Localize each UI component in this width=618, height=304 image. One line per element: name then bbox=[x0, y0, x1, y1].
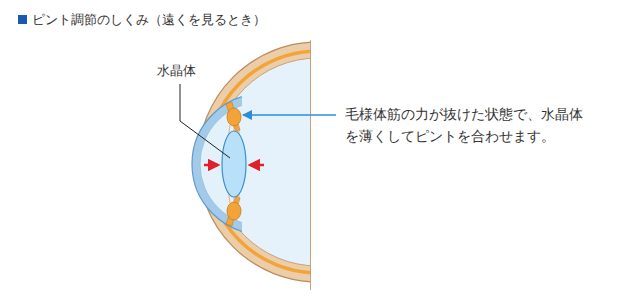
iris bbox=[226, 102, 240, 132]
iris bbox=[226, 196, 240, 226]
note-text: 毛様体筋の力が抜けた状態で、水晶体を薄くしてピントを合わせます。 bbox=[345, 103, 585, 147]
force-arrow bbox=[250, 164, 264, 167]
section-edge bbox=[310, 40, 311, 290]
lens bbox=[222, 131, 246, 197]
title-bullet bbox=[18, 15, 27, 24]
callout-arrow bbox=[243, 114, 336, 116]
choroid bbox=[207, 51, 311, 273]
ciliary-muscle bbox=[227, 202, 241, 220]
eye-section bbox=[192, 40, 311, 290]
ciliary-muscle bbox=[227, 108, 241, 126]
leader-line bbox=[180, 84, 230, 158]
anterior-chamber bbox=[200, 102, 242, 226]
force-arrow bbox=[204, 164, 218, 167]
vitreous bbox=[214, 58, 311, 266]
cornea bbox=[192, 94, 242, 234]
sclera bbox=[198, 42, 311, 282]
diagram-title: ピント調節のしくみ（遠くを見るとき） bbox=[32, 11, 266, 29]
part-label: 水晶体 bbox=[157, 60, 196, 82]
